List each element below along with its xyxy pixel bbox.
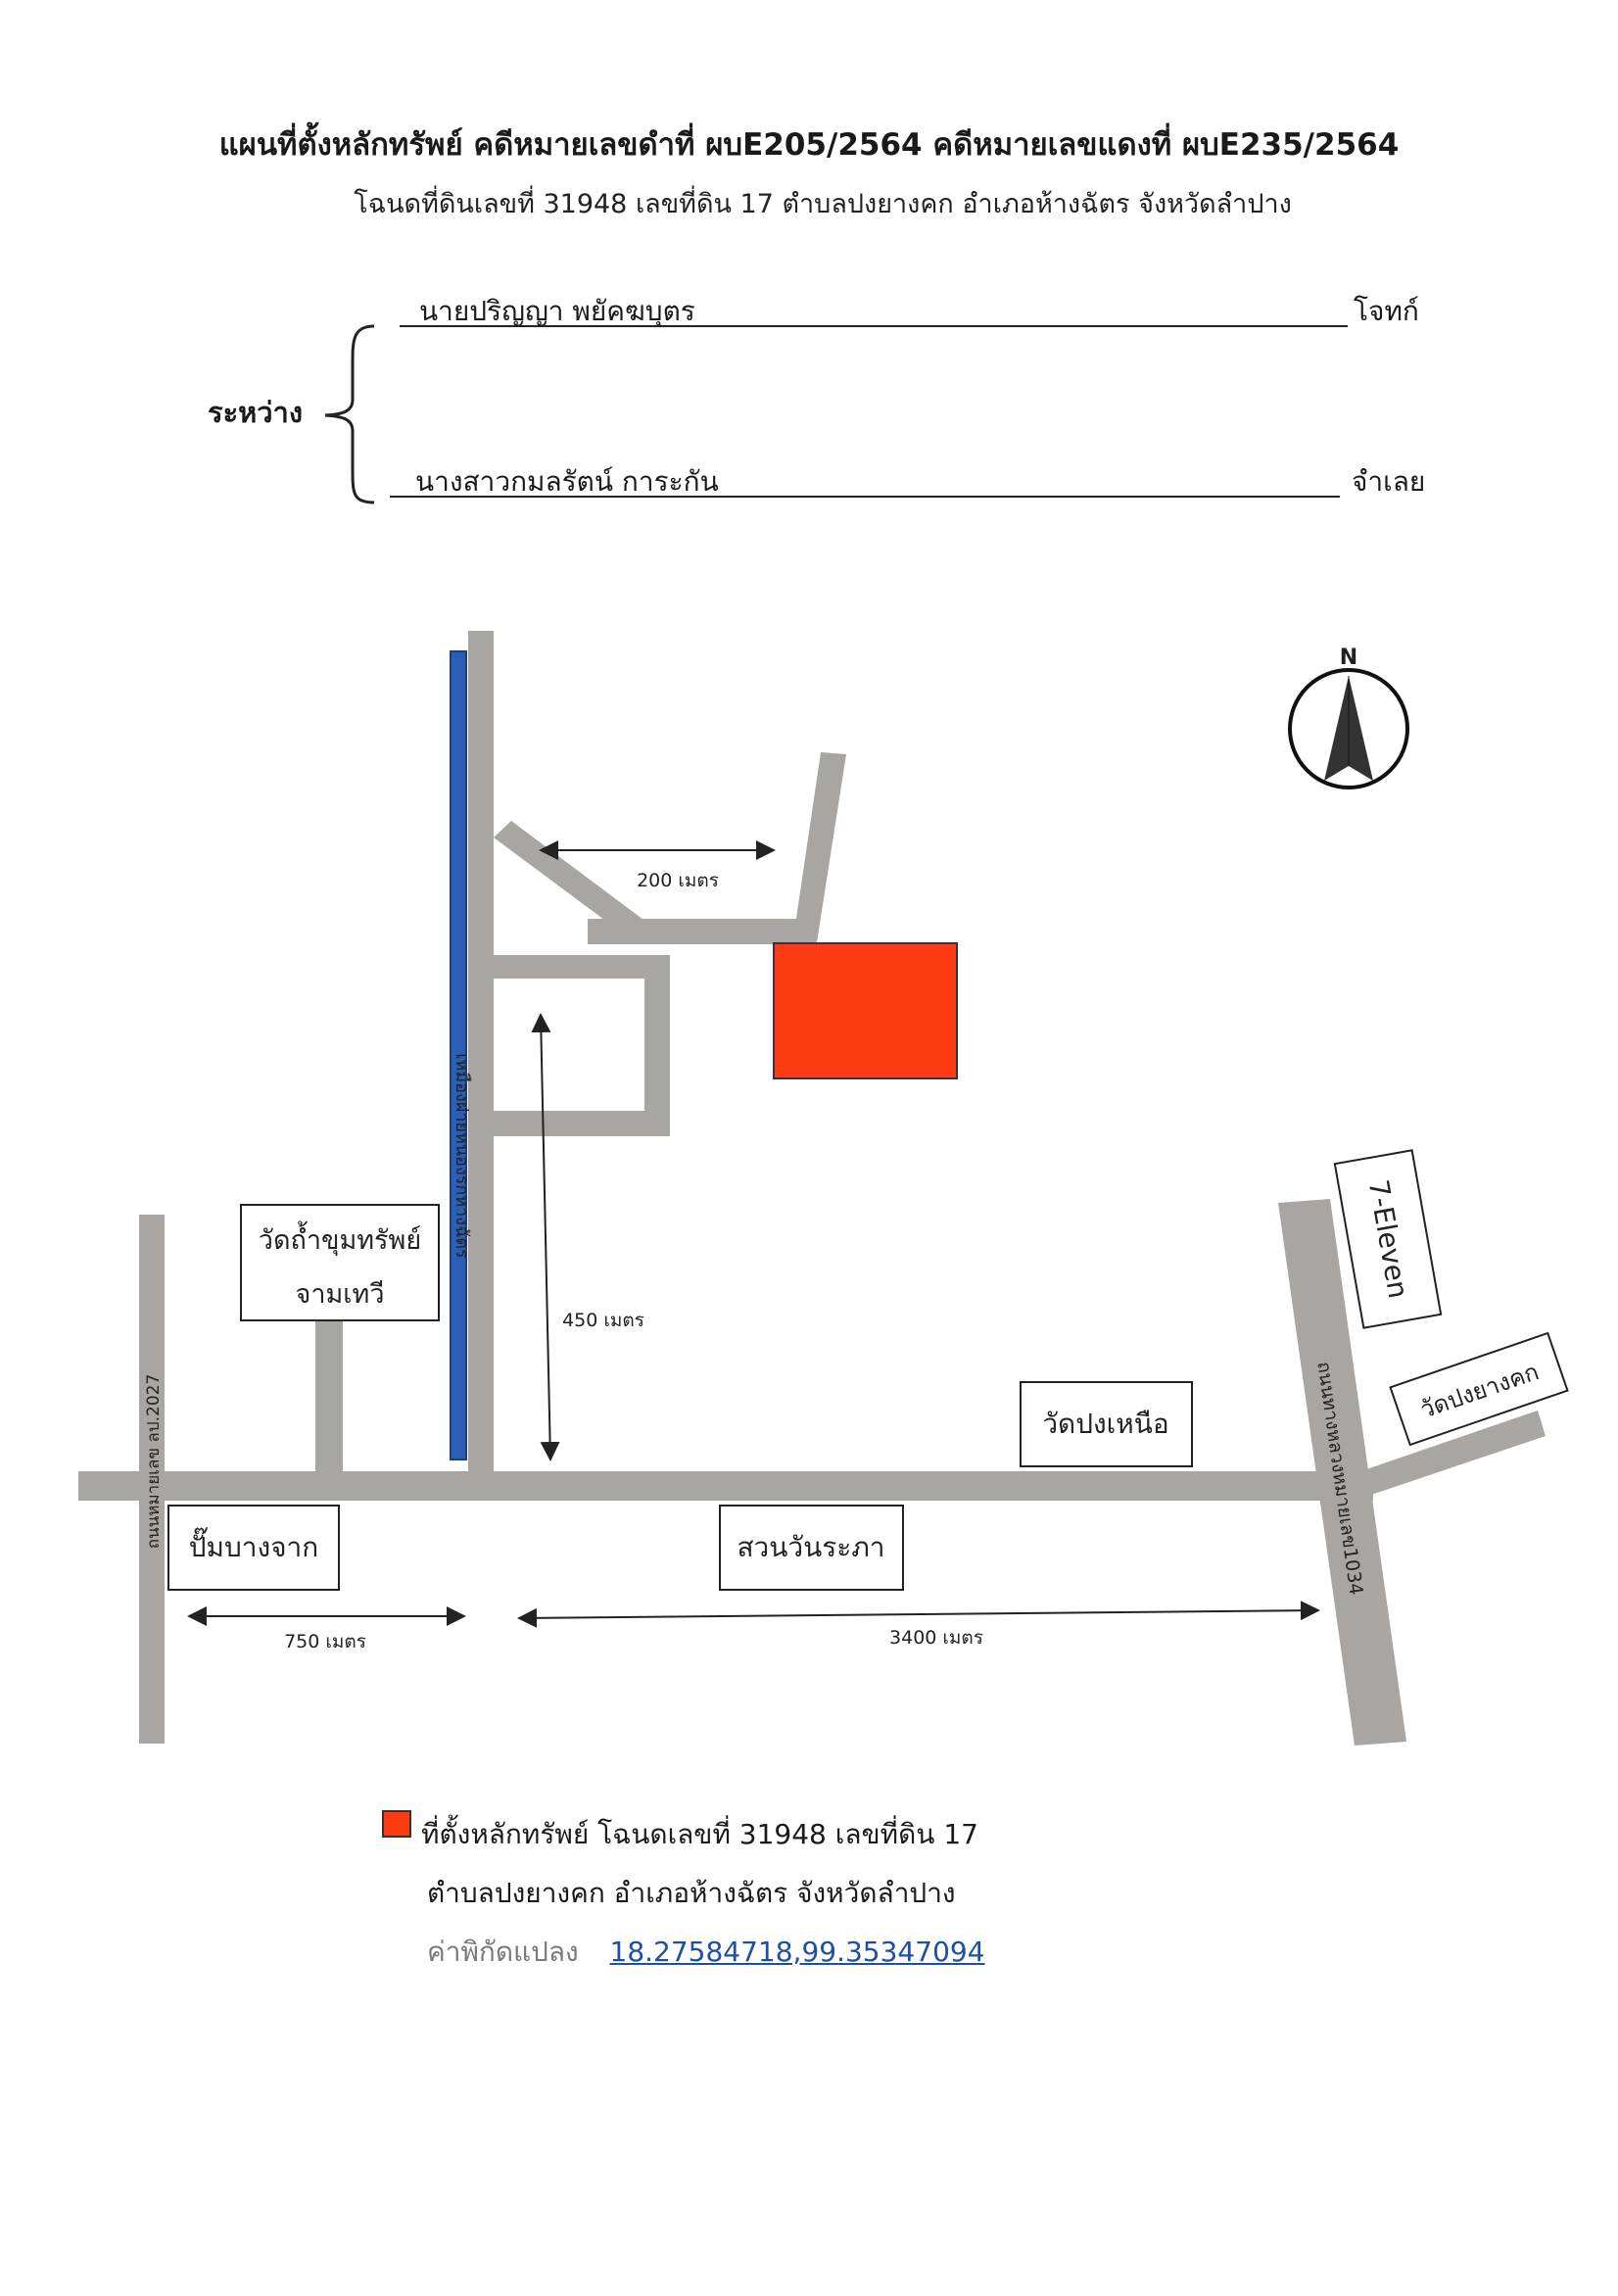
landmark-seven-eleven: 7-Eleven [1333, 1149, 1443, 1329]
central-vertical-road [468, 631, 494, 1477]
landmark-gas-station: ปั๊มบางจาก [167, 1505, 340, 1591]
defendant-underline [390, 496, 1340, 498]
defendant-role: จำเลย [1352, 465, 1426, 498]
plaintiff-name: นายปริญญา พยัคฆบุตร [419, 295, 695, 327]
temple-access-road [315, 1318, 343, 1475]
diagonal-road [494, 821, 651, 942]
plaintiff-role: โจทก์ [1354, 295, 1419, 327]
right-branch-road [1366, 1411, 1546, 1495]
arrow-3400m [517, 1601, 1320, 1628]
label-200m: 200 เมตร [637, 870, 719, 891]
loop-road-top [494, 955, 670, 979]
north-label: N [1340, 646, 1357, 670]
landmark-temple-north: วัดปงเหนือ [1020, 1381, 1193, 1467]
temple-cave-line2: จามเทวี [296, 1279, 385, 1310]
canal [450, 650, 467, 1460]
label-3400m: 3400 เมตร [889, 1627, 983, 1649]
loop-road-bottom [494, 1111, 670, 1136]
between-label: ระหว่าง [208, 396, 303, 429]
legend-line1: ที่ตั้งหลักทรัพย์ โฉนดเลขที่ 31948 เลขที… [421, 1818, 978, 1850]
temple-north-label: วัดปงเหนือ [1042, 1408, 1168, 1440]
coords-label: ค่าพิกัดแปลง [427, 1936, 579, 1968]
landmark-temple-pong: วัดปงยางคก [1389, 1331, 1569, 1447]
brace-icon [324, 324, 375, 504]
page-subtitle: โฉนดที่ดินเลขที่ 31948 เลขที่ดิน 17 ตำบล… [354, 189, 1292, 219]
gas-station-label: ปั๊มบางจาก [189, 1527, 318, 1563]
main-horizontal-road [78, 1471, 1373, 1501]
legend-coords: ค่าพิกัดแปลง 18.27584718,99.35347094 [427, 1931, 985, 1974]
slanted-road [793, 752, 846, 942]
landmark-park: สวนวันระภา [719, 1505, 904, 1591]
plaintiff-underline [400, 325, 1348, 327]
temple-cave-line1: วัดถ้ำขุมทรัพย์ [259, 1220, 421, 1257]
legend-swatch [382, 1810, 411, 1838]
page-title: แผนที่ตั้งหลักทรัพย์ คดีหมายเลขดำที่ ผบE… [218, 127, 1400, 163]
road-network [78, 631, 1546, 1746]
right-highway [1278, 1199, 1406, 1746]
landmark-temple-cave: วัดถ้ำขุมทรัพย์ จามเทวี [240, 1204, 440, 1321]
coords-link[interactable]: 18.27584718,99.35347094 [609, 1936, 985, 1968]
distance-arrows [187, 840, 1320, 1628]
defendant-name: นางสาวกมลรัตน์ การะกัน [415, 465, 719, 498]
property-marker [773, 942, 958, 1079]
left-vertical-road [139, 1215, 165, 1744]
legend-line2: ตำบลปงยางคก อำเภอห้างฉัตร จังหวัดลำปาง [427, 1877, 956, 1909]
upper-horizontal-road [588, 919, 815, 944]
left-road-label: ถนนหมายเลข ลป.2027 [144, 1374, 164, 1550]
park-label: สวนวันระภา [737, 1531, 884, 1563]
label-750m: 750 เมตร [284, 1631, 366, 1652]
north-compass-icon: N [1288, 646, 1409, 789]
canal-label: เหมืองฝายหนองรกหางฉัตร [452, 1053, 472, 1259]
label-450m: 450 เมตร [562, 1310, 644, 1331]
loop-road-right [644, 955, 670, 1136]
arrow-450m [531, 1013, 560, 1461]
